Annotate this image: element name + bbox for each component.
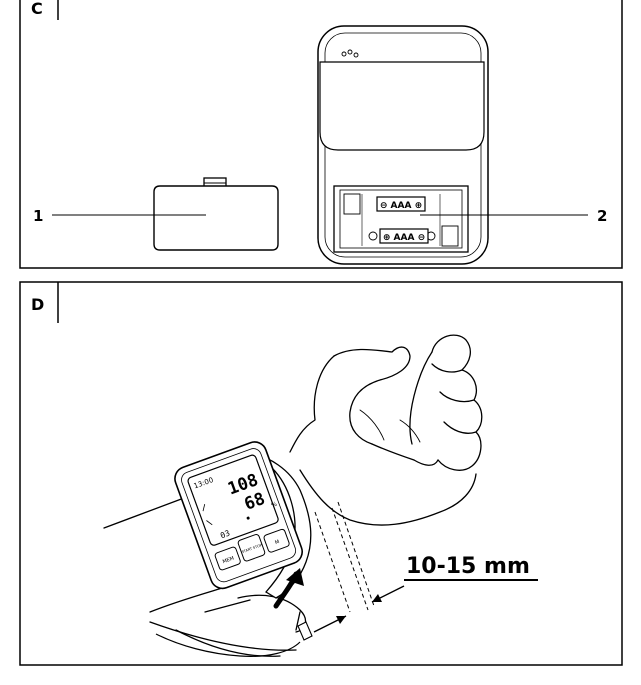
measure-arrow-left-head <box>336 616 346 624</box>
display-unit: % <box>270 501 278 510</box>
cuff-tube-connector <box>297 621 313 641</box>
measurement-label: 10-15 mm <box>406 554 530 579</box>
panel-d: D <box>19 281 623 666</box>
battery-contact <box>343 193 361 215</box>
speaker-hole <box>341 51 347 57</box>
battery-top-label: ⊖ AAA ⊕ <box>380 201 422 211</box>
start-stop-button[interactable] <box>237 533 266 562</box>
measure-arrow-right-head <box>372 594 382 602</box>
lcd-display <box>187 454 279 546</box>
arm-skin-fold <box>149 621 297 651</box>
mem-button-label: MEM <box>222 556 235 566</box>
wrap-arrow-head <box>286 568 304 586</box>
panel-d-label: D <box>31 295 44 314</box>
battery-contact <box>441 225 459 247</box>
start-stop-button-label: START STOP <box>241 543 262 554</box>
thumb-outline <box>333 346 411 445</box>
battery-top <box>376 196 426 212</box>
panel-c-frame <box>19 0 623 269</box>
speaker-hole <box>353 52 359 58</box>
fingers-outline <box>431 334 483 471</box>
panel-c: C 1 ⊖ AAA ⊕ <box>19 0 623 269</box>
cuff-tube <box>155 633 301 657</box>
panel-c-label: C <box>31 0 43 18</box>
device-back: ⊖ AAA ⊕ ⊕ AAA ⊖ <box>317 25 489 265</box>
wrist-back-edge <box>289 355 335 453</box>
m-button[interactable] <box>263 528 290 553</box>
display-memory-index: 03 <box>219 529 231 541</box>
battery-cover-body <box>153 185 279 251</box>
panel-d-frame <box>19 281 623 666</box>
display-arrows <box>202 504 213 526</box>
speaker-hole <box>347 49 353 55</box>
callout-2: 2 <box>597 207 607 225</box>
battery-bottom-label: ⊕ AAA ⊖ <box>383 233 425 243</box>
forearm-top-edge <box>103 497 185 529</box>
measure-guide-cuff-edge <box>314 511 351 613</box>
mem-button[interactable] <box>214 546 241 571</box>
hand-bottom-edge <box>299 469 477 526</box>
battery-bottom <box>379 228 429 244</box>
wrist-monitor: 13:00 108 68 % 03 MEM START STOP M <box>174 441 303 590</box>
device-label-plate <box>319 61 485 151</box>
m-button-label: M <box>274 539 280 546</box>
callout-1: 1 <box>33 207 43 225</box>
battery-cover <box>153 177 279 251</box>
measure-guide-wrist-bone <box>337 501 375 607</box>
